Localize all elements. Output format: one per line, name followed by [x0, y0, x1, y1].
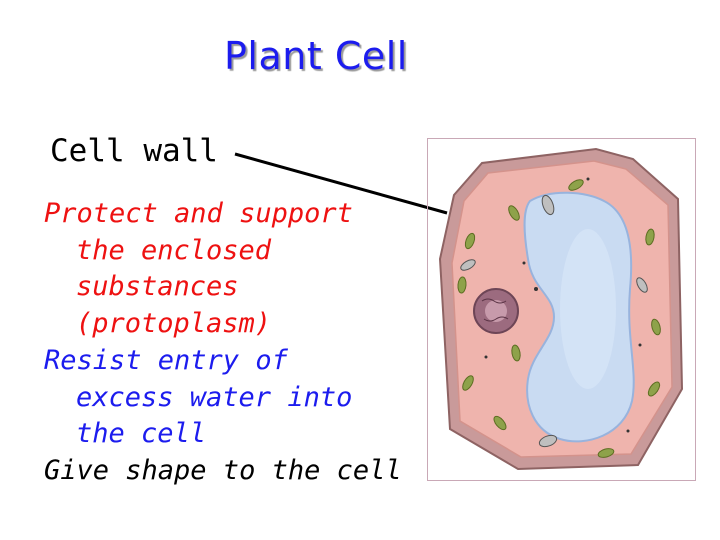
plant-cell-drawing [438, 147, 684, 471]
function-line: (protoplasm) [76, 308, 272, 340]
page-title: Plant Cell [224, 34, 408, 78]
ribosomes [484, 177, 642, 433]
term-label: Cell wall [50, 133, 218, 169]
function-list: Protect and support the enclosed substan… [44, 196, 402, 490]
function-item: Resist entry of excess water into the ce… [44, 343, 402, 453]
function-item: Give shape to the cell [44, 453, 402, 490]
mitochondria [460, 194, 648, 448]
vacuole-highlight [560, 229, 616, 389]
function-line: Resist entry of [44, 344, 288, 376]
function-line: the cell [76, 418, 207, 450]
chloroplasts [457, 179, 661, 458]
function-line: Protect and support [44, 198, 353, 229]
function-line: the enclosed [76, 234, 272, 266]
function-line: excess water into [76, 381, 353, 413]
function-line: substances [76, 271, 239, 303]
plant-cell-illustration [427, 138, 696, 481]
function-item: Protect and support the enclosed substan… [44, 196, 402, 343]
nucleolus [485, 300, 507, 322]
function-line: Give shape to the cell [44, 454, 402, 486]
